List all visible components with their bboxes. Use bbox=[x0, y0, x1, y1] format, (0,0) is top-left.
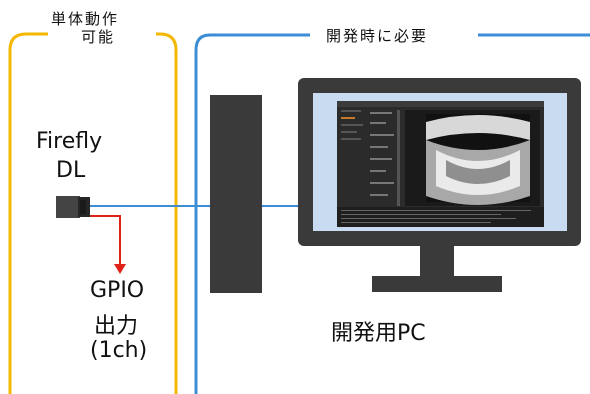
standalone-label-line2: 可能 bbox=[81, 28, 116, 46]
development-group-border bbox=[194, 33, 590, 394]
pc-label: 開発用PC bbox=[331, 321, 426, 346]
standalone-label-line1: 単体動作 bbox=[51, 10, 120, 28]
camera-name-line1: Firefly bbox=[36, 129, 103, 154]
camera-icon bbox=[56, 196, 90, 218]
gpio-label-line1: GPIO bbox=[90, 278, 145, 303]
camera-name-line2: DL bbox=[56, 158, 86, 183]
development-label: 開発時に必要 bbox=[326, 27, 429, 45]
standalone-group-border bbox=[8, 32, 178, 394]
gpio-arrow-head bbox=[114, 264, 126, 274]
gpio-label-line3: (1ch) bbox=[90, 338, 148, 363]
pc-tower-icon bbox=[210, 95, 262, 293]
gpio-label-line2: 出力 bbox=[94, 314, 139, 339]
gpio-output-arrow bbox=[90, 215, 121, 264]
monitor-icon bbox=[298, 78, 581, 292]
